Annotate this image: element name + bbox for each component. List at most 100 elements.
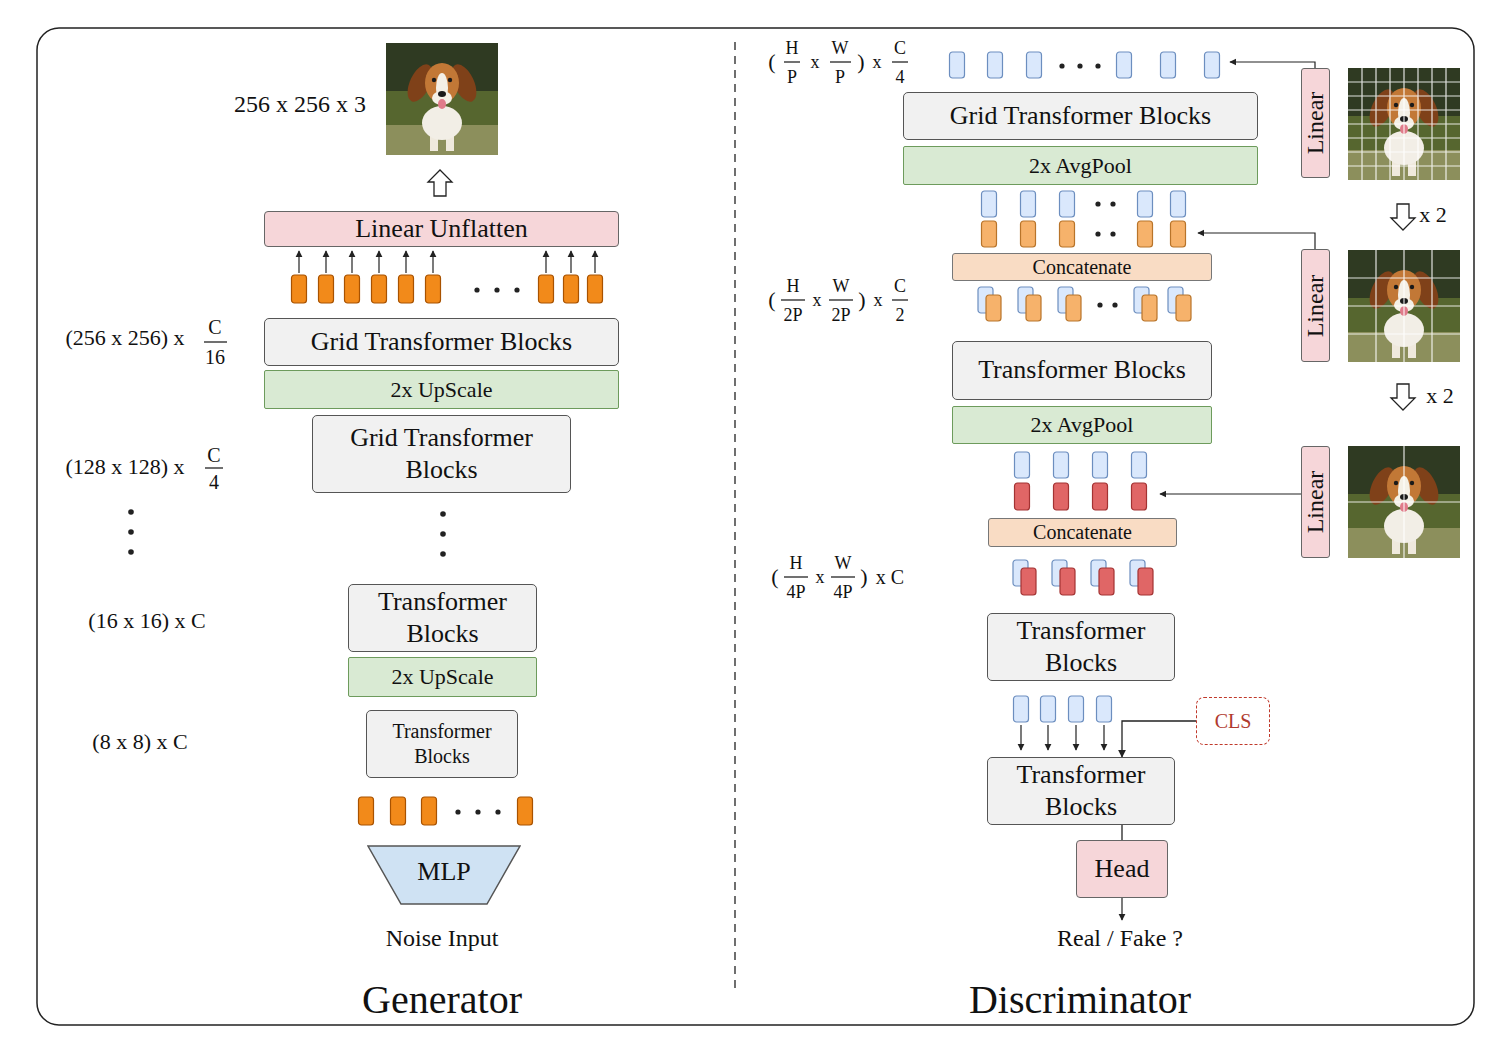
node-label: Grid Transformer Blocks [950, 100, 1211, 133]
dimension-part: ) [857, 51, 864, 73]
hollow-arrow [428, 170, 452, 196]
node-label: 2x AvgPool [1029, 152, 1132, 180]
node-label: Linear [1301, 274, 1331, 337]
dimension-part: x [873, 53, 882, 71]
fraction-part: 16 [205, 347, 225, 367]
fraction-part: 2P [831, 306, 850, 324]
trapezoid-shape [368, 846, 520, 904]
cls-token-box: CLS [1196, 697, 1270, 745]
node-label: MLP [417, 856, 470, 889]
fraction-part: C [894, 39, 906, 57]
repeat-label: x 2 [1426, 385, 1454, 407]
dimension-part: ) [858, 289, 865, 311]
dimension-part: x [811, 53, 820, 71]
fraction-part: H [790, 554, 803, 572]
dimension-label: (16 x 16) x C [88, 610, 205, 632]
pool-box: 2x AvgPool [952, 406, 1212, 444]
node-label: Transformer Blocks [1008, 759, 1154, 824]
dimension-part: x [874, 291, 883, 309]
connector-line [1121, 825, 1122, 840]
fraction-part: 4 [209, 472, 219, 492]
node-label: Transformer Blocks [1008, 615, 1154, 680]
fraction-part: H [787, 277, 800, 295]
dog-image [1348, 446, 1460, 558]
node-label: Grid Transformer Blocks [343, 422, 540, 487]
fraction-part: P [835, 68, 845, 86]
block-box: Grid Transformer Blocks [903, 92, 1258, 140]
head-box: Head [1076, 840, 1168, 898]
fraction-part: C [894, 277, 906, 295]
block-box: Transformer Blocks [366, 710, 518, 778]
fraction-part: 2 [896, 306, 905, 324]
divider-line [734, 42, 735, 992]
block-box: Transformer Blocks [952, 341, 1212, 400]
dimension-part: ( [768, 51, 775, 73]
fraction-part: H [786, 39, 799, 57]
dimension-part: x [816, 568, 825, 586]
dimension-part: x C [876, 567, 904, 587]
node-label: Concatenate [1033, 255, 1132, 280]
fraction-part: P [787, 68, 797, 86]
dimension-label: (256 x 256) x [65, 327, 184, 349]
patch-grid [1348, 68, 1460, 180]
node-label: Grid Transformer Blocks [311, 326, 572, 359]
linear-box: Linear [1301, 249, 1330, 362]
section-title: Discriminator [969, 980, 1191, 1020]
dimension-label: (128 x 128) x [65, 456, 184, 478]
dog-image [1348, 250, 1460, 362]
dimension-part: ( [771, 566, 778, 588]
upscale-box: 2x UpScale [348, 657, 537, 697]
fraction-part: 4P [833, 583, 852, 601]
dimension-part: x [813, 291, 822, 309]
block-box: Transformer Blocks [987, 757, 1175, 825]
mlp-trapezoid: MLP [367, 845, 521, 905]
linear-box: Linear [1301, 446, 1330, 558]
token-row [292, 52, 1220, 825]
node-label: Linear [1301, 92, 1331, 155]
input-label: Noise Input [386, 926, 499, 950]
hollow-arrow [1391, 204, 1415, 230]
dimension-part: ( [768, 289, 775, 311]
unflatten-box: Linear Unflatten [264, 211, 619, 247]
upscale-box: 2x UpScale [264, 370, 619, 409]
repeat-label: x 2 [1419, 204, 1447, 226]
connector-line [1122, 721, 1196, 757]
pool-box: 2x AvgPool [903, 146, 1258, 185]
node-label: 2x UpScale [391, 663, 493, 691]
node-label: Transformer Blocks [379, 719, 505, 769]
block-box: Transformer Blocks [987, 613, 1175, 681]
node-label: Transformer Blocks [369, 586, 516, 651]
node-label: 2x AvgPool [1031, 411, 1134, 439]
dimension-label: (8 x 8) x C [92, 731, 187, 753]
block-box: Grid Transformer Blocks [312, 415, 571, 493]
node-label: Linear Unflatten [355, 213, 528, 246]
fraction-part: W [833, 277, 850, 295]
block-box: Grid Transformer Blocks [264, 318, 619, 366]
fraction-part: 4P [786, 583, 805, 601]
node-label: Transformer Blocks [978, 354, 1186, 387]
node-label: 2x UpScale [390, 376, 492, 404]
outer-frame [37, 28, 1474, 1025]
fraction-bars [204, 62, 908, 577]
output-label: Real / Fake ? [1057, 926, 1183, 950]
size-label: 256 x 256 x 3 [234, 92, 366, 116]
linear-box: Linear [1301, 68, 1330, 178]
block-box: Transformer Blocks [348, 584, 537, 652]
node-label: Linear [1301, 471, 1331, 534]
concat-box: Concatenate [988, 518, 1177, 547]
dog-image [386, 43, 498, 155]
node-label: CLS [1215, 709, 1252, 734]
fraction-part: 4 [896, 68, 905, 86]
fraction-part: C [208, 317, 221, 337]
fraction-part: W [835, 554, 852, 572]
fraction-part: W [832, 39, 849, 57]
hollow-arrow [1391, 384, 1415, 410]
patch-grid [1348, 250, 1460, 362]
node-label: Concatenate [1033, 520, 1132, 545]
section-title: Generator [362, 980, 522, 1020]
dog-image [1348, 68, 1460, 180]
fraction-part: C [207, 445, 220, 465]
concat-box: Concatenate [952, 253, 1212, 281]
